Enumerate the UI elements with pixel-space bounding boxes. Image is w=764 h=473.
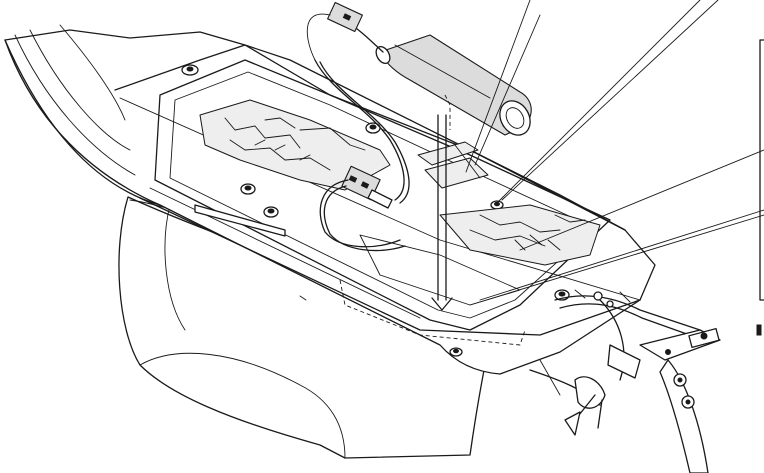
rudder-assembly <box>554 295 721 473</box>
callout-bracket <box>756 39 764 336</box>
callout-leaders <box>465 0 764 306</box>
battery-connector-top <box>306 1 384 61</box>
screw-icon <box>490 200 504 210</box>
motor-cover <box>199 99 391 191</box>
installation-arrow <box>431 94 453 311</box>
mounting-screws <box>181 64 570 357</box>
screw-icon <box>240 183 256 195</box>
hook-and-loop-strap <box>417 141 489 189</box>
battery-tray <box>439 204 601 266</box>
transom-fittings <box>574 289 631 308</box>
battery-pack <box>375 34 532 136</box>
screw-icon <box>263 206 279 218</box>
propeller <box>529 359 606 436</box>
side-rail <box>194 204 286 237</box>
hatch-frame <box>154 59 611 346</box>
power-lead <box>314 59 410 204</box>
screw-icon <box>449 347 463 357</box>
screw-icon <box>181 64 199 76</box>
esc-connector <box>319 165 406 252</box>
